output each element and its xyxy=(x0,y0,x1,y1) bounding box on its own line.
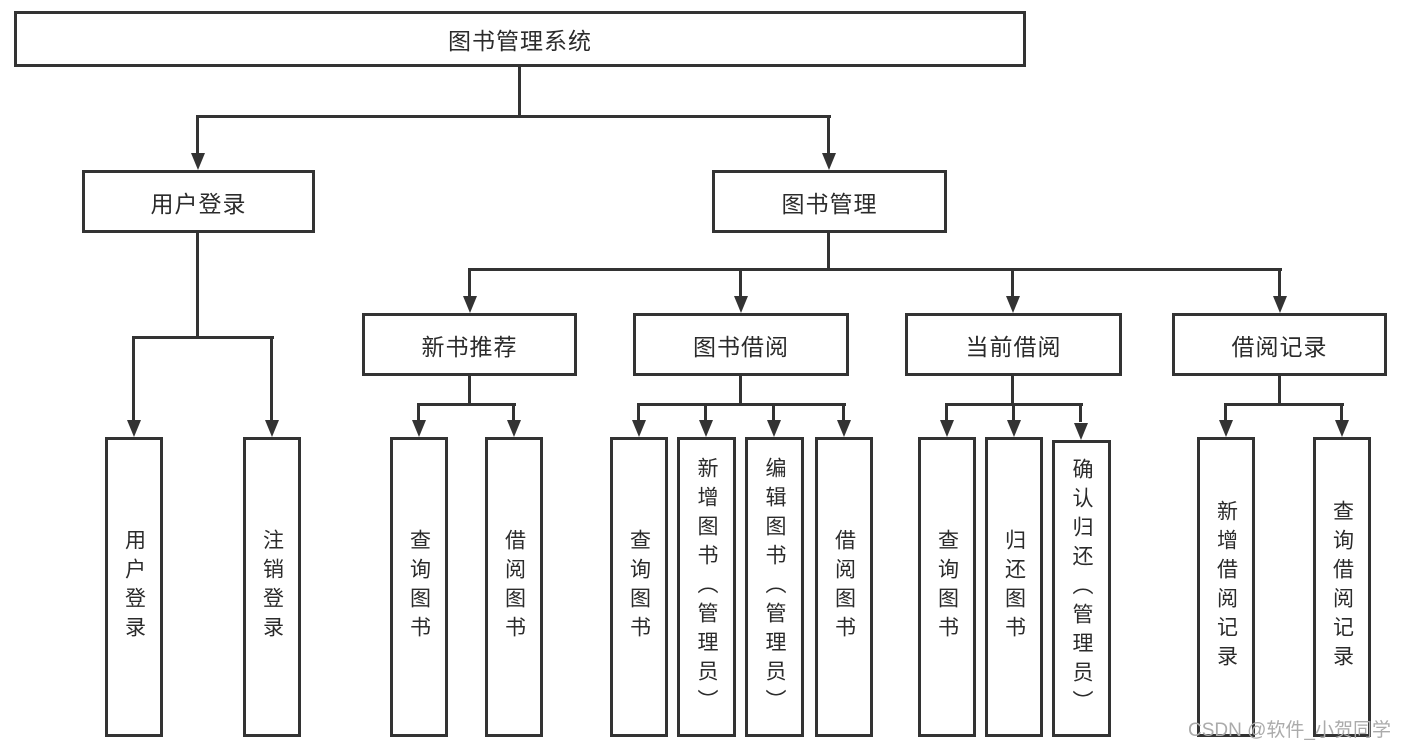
connector-line xyxy=(468,270,471,300)
leaf-current-query-books: 查询图书 xyxy=(918,437,976,737)
connector-line xyxy=(468,376,471,405)
leaf-borrow-add-books-admin: 新增图书（管理员） xyxy=(677,437,736,737)
connector-line xyxy=(196,115,831,118)
arrowhead-icon xyxy=(265,420,279,437)
arrowhead-icon xyxy=(507,420,521,437)
node-current-borrow: 当前借阅 xyxy=(905,313,1122,376)
node-borrow-records-label: 借阅记录 xyxy=(1231,333,1328,360)
leaf-current-confirm-return-admin: 确认归还（管理员） xyxy=(1052,440,1111,737)
arrowhead-icon xyxy=(1006,296,1020,313)
connector-line xyxy=(1224,403,1344,406)
leaf-newbook-borrow-books-label: 借阅图书 xyxy=(502,529,526,645)
csdn-watermark: CSDN @软件_小贺同学 xyxy=(1188,720,1391,741)
leaf-current-return-books-label: 归还图书 xyxy=(1002,529,1026,645)
connector-line xyxy=(704,405,707,422)
leaf-borrow-add-books-admin-label: 新增图书（管理员） xyxy=(695,456,718,718)
connector-line xyxy=(1278,270,1281,300)
node-book-borrow-label: 图书借阅 xyxy=(693,333,789,360)
leaf-user-login-label: 用户登录 xyxy=(122,529,146,645)
arrowhead-icon xyxy=(463,296,477,313)
leaf-borrow-query-books-label: 查询图书 xyxy=(627,529,651,645)
connector-line xyxy=(196,233,199,338)
connector-line xyxy=(772,405,775,422)
connector-line xyxy=(637,405,640,422)
leaf-newbook-query-books-label: 查询图书 xyxy=(407,529,431,645)
connector-line xyxy=(1011,270,1014,300)
connector-line xyxy=(270,338,273,423)
node-user-login-label: 用户登录 xyxy=(150,190,247,217)
connector-line xyxy=(827,117,830,157)
leaf-borrow-borrow-books-label: 借阅图书 xyxy=(832,529,856,645)
connector-line xyxy=(739,376,742,405)
connector-line xyxy=(827,233,830,270)
leaf-logout-label: 注销登录 xyxy=(260,529,284,645)
node-library-management-system-label: 图书管理系统 xyxy=(448,28,592,54)
connector-line xyxy=(1340,405,1343,422)
connector-line xyxy=(132,338,135,423)
node-borrow-records: 借阅记录 xyxy=(1172,313,1387,376)
node-new-book-recommend: 新书推荐 xyxy=(362,313,577,376)
node-user-login: 用户登录 xyxy=(82,170,315,233)
leaf-user-login: 用户登录 xyxy=(105,437,163,737)
connector-line xyxy=(1079,405,1082,422)
node-book-management-label: 图书管理 xyxy=(781,190,878,217)
connector-line xyxy=(945,403,1083,406)
leaf-records-query-record-label: 查询借阅记录 xyxy=(1330,500,1354,674)
arrowhead-icon xyxy=(632,420,646,437)
connector-line xyxy=(1224,405,1227,422)
leaf-records-add-record: 新增借阅记录 xyxy=(1197,437,1255,737)
connector-line xyxy=(739,270,742,300)
leaf-logout: 注销登录 xyxy=(243,437,301,737)
node-book-borrow: 图书借阅 xyxy=(633,313,849,376)
arrowhead-icon xyxy=(699,420,713,437)
node-current-borrow-label: 当前借阅 xyxy=(965,333,1062,360)
connector-line xyxy=(417,403,516,406)
node-book-management: 图书管理 xyxy=(712,170,947,233)
leaf-borrow-edit-books-admin: 编辑图书（管理员） xyxy=(745,437,804,737)
connector-line xyxy=(842,405,845,422)
connector-line xyxy=(1011,376,1014,405)
arrowhead-icon xyxy=(127,420,141,437)
leaf-records-query-record: 查询借阅记录 xyxy=(1313,437,1371,737)
arrowhead-icon xyxy=(822,153,836,170)
connector-line xyxy=(637,403,846,406)
leaf-newbook-query-books: 查询图书 xyxy=(390,437,448,737)
arrowhead-icon xyxy=(412,420,426,437)
leaf-borrow-edit-books-admin-label: 编辑图书（管理员） xyxy=(763,456,786,718)
leaf-current-confirm-return-admin-label: 确认归还（管理员） xyxy=(1070,458,1093,719)
arrowhead-icon xyxy=(1273,296,1287,313)
leaf-current-query-books-label: 查询图书 xyxy=(935,529,959,645)
arrowhead-icon xyxy=(767,420,781,437)
node-library-management-system: 图书管理系统 xyxy=(14,11,1026,67)
connector-line xyxy=(417,405,420,422)
arrowhead-icon xyxy=(1007,420,1021,437)
leaf-records-add-record-label: 新增借阅记录 xyxy=(1214,500,1238,674)
leaf-borrow-query-books: 查询图书 xyxy=(610,437,668,737)
connector-line xyxy=(196,117,199,157)
arrowhead-icon xyxy=(734,296,748,313)
connector-line xyxy=(518,67,521,117)
connector-line xyxy=(512,405,515,422)
leaf-current-return-books: 归还图书 xyxy=(985,437,1043,737)
connector-line xyxy=(1278,376,1281,405)
connector-line xyxy=(132,336,274,339)
connector-line xyxy=(945,405,948,422)
leaf-borrow-borrow-books: 借阅图书 xyxy=(815,437,873,737)
arrowhead-icon xyxy=(191,153,205,170)
connector-line xyxy=(1012,405,1015,422)
connector-line xyxy=(468,268,1282,271)
arrowhead-icon xyxy=(1335,420,1349,437)
arrowhead-icon xyxy=(1074,423,1088,440)
node-new-book-recommend-label: 新书推荐 xyxy=(421,333,518,360)
arrowhead-icon xyxy=(1219,420,1233,437)
arrowhead-icon xyxy=(837,420,851,437)
leaf-newbook-borrow-books: 借阅图书 xyxy=(485,437,543,737)
arrowhead-icon xyxy=(940,420,954,437)
